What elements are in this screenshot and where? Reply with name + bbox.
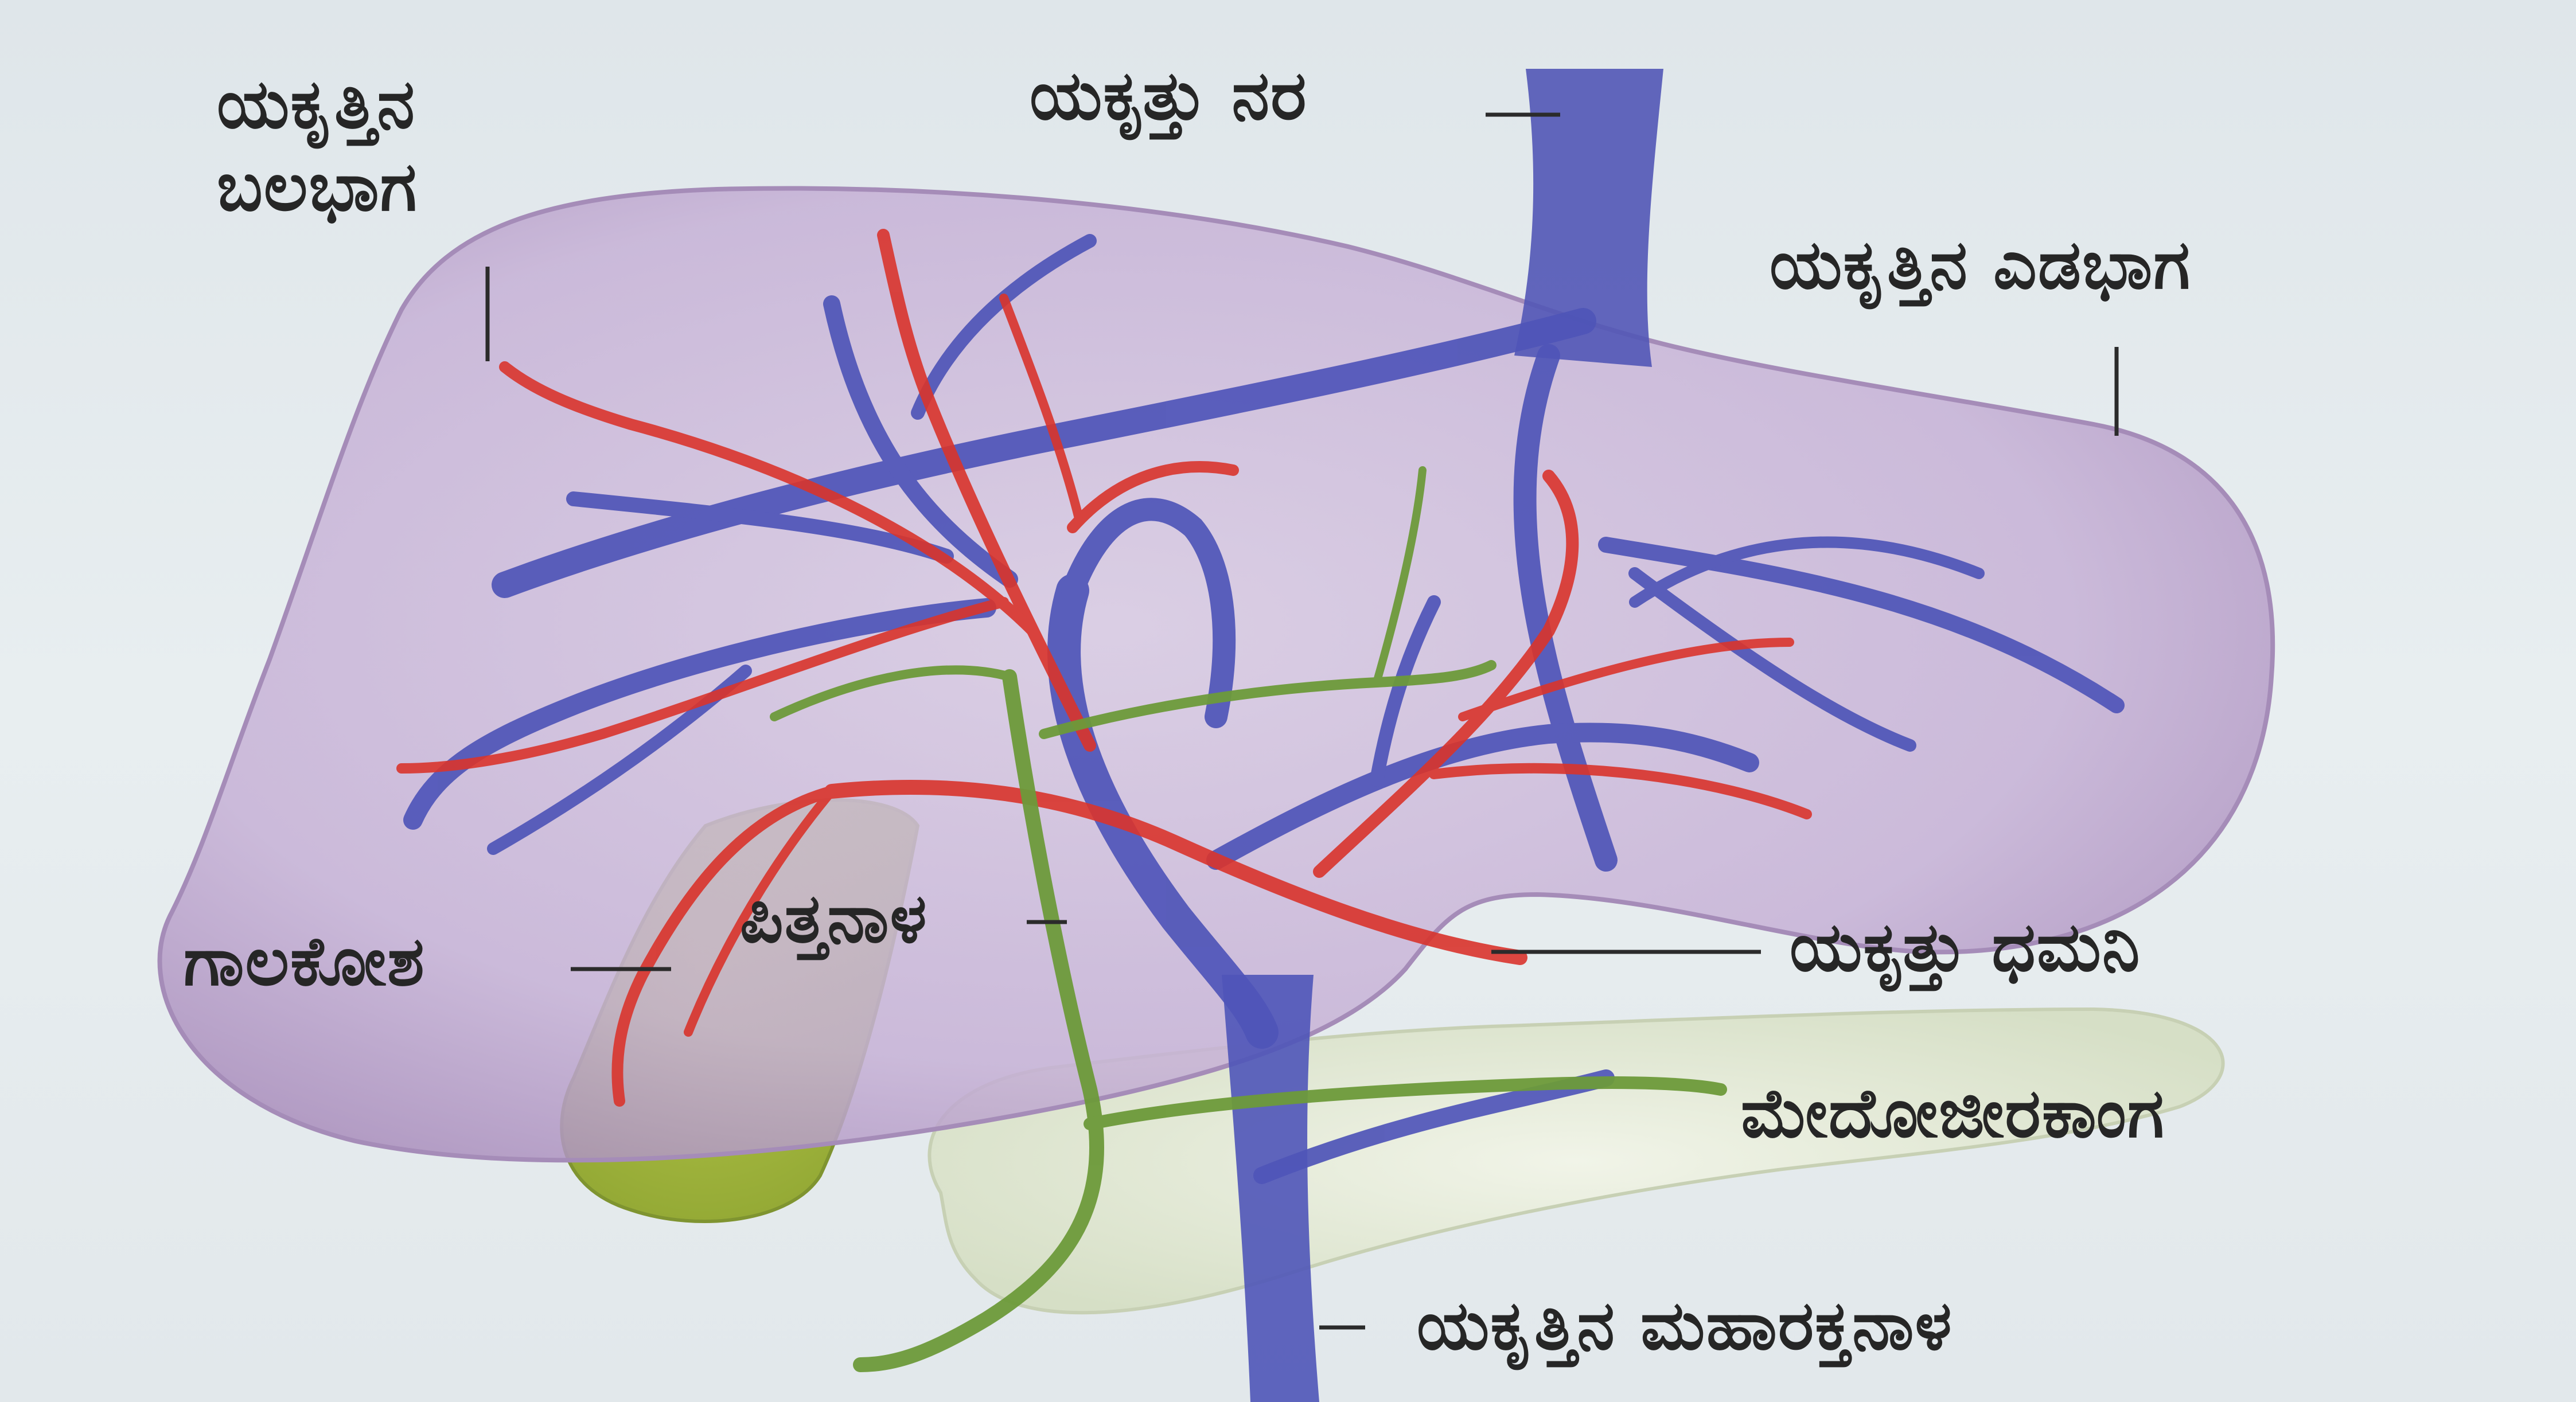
label-hepatic-artery: ಯಕೃತ್ತು ಧಮನಿ — [1790, 906, 2141, 989]
label-right-lobe: ಯಕೃತ್ತಿನ ಬಲಭಾಗ — [217, 63, 418, 228]
label-inferior-vena-cava: ಯಕೃತ್ತಿನ ಮಹಾರಕ್ತನಾಳ — [1417, 1284, 1953, 1367]
label-right-lobe-line2: ಬಲಭಾಗ — [217, 146, 418, 228]
label-bile-duct: ಪಿತ್ತನಾಳ — [740, 877, 928, 960]
label-right-lobe-line1: ಯಕೃತ್ತಿನ — [217, 63, 418, 146]
label-hepatic-vein: ಯಕೃತ್ತು ನರ — [1030, 54, 1308, 137]
label-gall-bladder: ಗಾಲಕೋಶ — [184, 920, 426, 1003]
label-left-lobe: ಯಕೃತ್ತಿನ ಎಡಭಾಗ — [1770, 224, 2191, 306]
label-pancreas: ಮೇದೋಜೀರಕಾಂಗ — [1741, 1072, 2165, 1155]
